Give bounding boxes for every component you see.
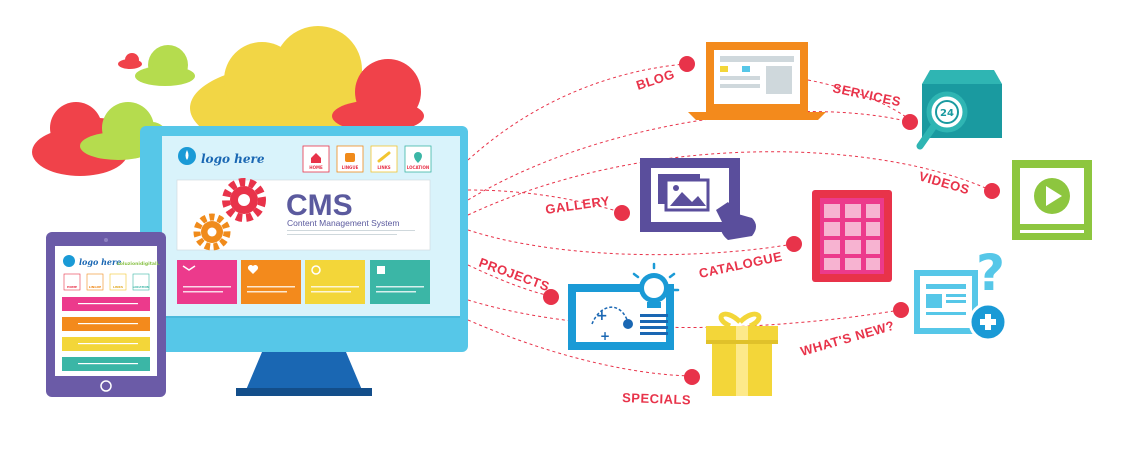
label-specials: SPECIALS [622,390,691,407]
connector-videos [467,151,991,216]
dot-blog [679,56,695,72]
tablet-device: logo here soluzionidigitali. HOME LINGUE… [46,232,166,397]
dot-services [902,114,918,130]
connector-dots [543,56,1000,385]
dot-whatsnew [893,302,909,318]
tablet-nav-links-label: LINKS [113,285,123,289]
location-pin-icon [414,152,422,163]
flag-icon [345,153,355,162]
monitor-logo-text: logo here [201,152,265,166]
nav-lingue-label: LINGUE [342,165,359,170]
tablet-nav-location[interactable] [132,273,150,291]
dot-specials [684,369,700,385]
connector-blog [467,63,686,161]
dot-catalogue [786,236,802,252]
connector-projects [467,264,551,297]
label-projects: PROJECTS [477,255,552,294]
dot-videos [984,183,1000,199]
box-icon [377,266,385,274]
cms-subtitle: Content Management System [287,218,399,228]
video-player-icon [1012,160,1092,240]
label-videos: VIDEOS [917,168,971,197]
heart-icon [247,264,259,274]
dot-gallery [614,205,630,221]
label-whats-new: WHAT'S NEW? [799,318,897,359]
nav-links-label: LINKS [377,165,390,170]
hand-pointer-icon [716,202,756,240]
gallery-touch-icon [640,158,756,240]
tablet-droplet-icon [63,255,75,267]
tablet-nav: HOME LINGUE LINKS LOCATION [63,273,150,291]
connector-specials [467,319,693,377]
tablet-list [62,297,150,371]
cloud-red-right [332,59,424,132]
tile-pink[interactable] [177,260,237,304]
tablet-camera [104,238,108,242]
connectors [467,63,991,377]
home-icon [311,153,321,163]
tablet-logo-text: logo here [79,257,121,267]
tile-yellow[interactable] [305,260,365,304]
gear-icon-large [222,178,266,222]
tablet-nav-lingue[interactable] [86,273,104,291]
tablet-nav-location-label: LOCATION [133,285,150,289]
laptop-icon [688,42,826,120]
gift-box-icon [706,311,778,396]
desktop-monitor: logo here HOME LINGUE LINKS LOCATION [140,126,468,396]
news-help-icon: ? [914,244,1008,342]
tablet-nav-lingue-label: LINGUE [89,285,102,289]
tablet-nav-home[interactable] [63,273,81,291]
svg-text:+: + [596,308,608,324]
24-hour-badge: 24 [940,108,954,119]
monitor-stand [246,352,362,390]
label-blog: BLOG [634,66,676,92]
label-services: SERVICES [831,80,902,109]
connector-gallery [467,189,621,213]
connector-blog-services [807,79,911,121]
search-icon [311,265,321,275]
link-icon [377,151,391,163]
connector-whatsnew [467,299,901,328]
tablet-home-button[interactable] [100,380,112,392]
tablet-nav-links[interactable] [109,273,127,291]
service-box-icon: 24 [916,70,1002,150]
cms-title: CMS [286,189,353,222]
nav-links-button[interactable] [370,145,398,173]
monitor-base [236,388,372,396]
tablet-nav-home-label: HOME [67,285,77,289]
lightbulb-icon [628,262,680,308]
question-mark-icon: ? [976,244,1005,302]
tablet-tagline: soluzionidigitali. [117,261,160,267]
nav-home-label: HOME [309,165,323,170]
dot-projects [543,289,559,305]
monitor-tiles [177,260,430,304]
svg-text:+: + [600,329,610,343]
connector-catalogue [467,229,794,256]
gear-icon-small [193,213,231,251]
label-catalogue: CATALOGUE [698,249,784,281]
monitor-nav: HOME LINGUE LINKS LOCATION [302,145,432,173]
project-plan-icon: + + [568,262,680,350]
catalogue-grid-icon [812,190,892,282]
cloud-green-small [135,45,195,86]
nav-location-label: LOCATION [407,165,430,170]
cloud-red-small [118,53,142,69]
